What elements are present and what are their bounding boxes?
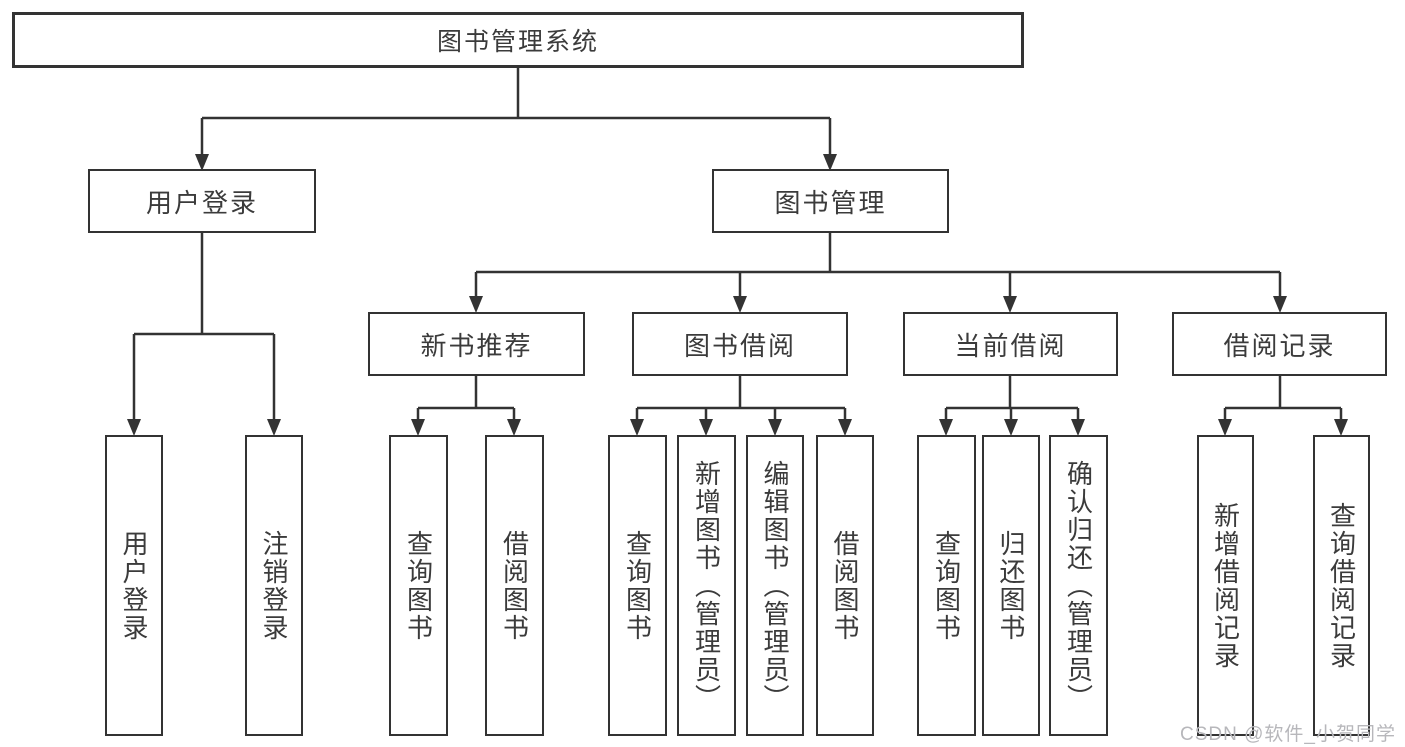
node-label: 图书管理 <box>774 187 887 218</box>
csdn-watermark: CSDN @软件_小贺同学 <box>1180 724 1396 745</box>
arrowhead <box>699 419 713 436</box>
leaf-label: 查询借阅记录 <box>1326 501 1357 670</box>
leaf-borrow-books: 借阅图书 <box>816 435 874 736</box>
leaf-label: 新增图书（管理员） <box>691 459 722 712</box>
arrowhead <box>1218 419 1232 436</box>
leaf-label: 用户登录 <box>119 529 149 642</box>
leaf-query-books-recommend: 查询图书 <box>389 435 448 736</box>
node-book-borrowing: 图书借阅 <box>632 312 848 376</box>
leaf-label: 确认归还（管理员） <box>1063 459 1094 712</box>
leaf-return-books: 归还图书 <box>982 435 1040 736</box>
arrowhead <box>939 419 953 436</box>
arrowhead <box>1071 419 1085 436</box>
arrowheads <box>127 154 1348 436</box>
node-label: 当前借阅 <box>954 330 1067 361</box>
leaf-add-borrow-record: 新增借阅记录 <box>1197 435 1254 736</box>
leaf-add-books-admin: 新增图书（管理员） <box>677 435 736 736</box>
node-label: 图书管理系统 <box>436 28 599 56</box>
leaf-label: 归还图书 <box>996 529 1026 642</box>
leaf-edit-books-admin: 编辑图书（管理员） <box>746 435 804 736</box>
arrowhead <box>267 419 281 436</box>
leaf-label: 借阅图书 <box>830 529 860 642</box>
leaf-query-books-current: 查询图书 <box>917 435 976 736</box>
node-borrowing-records: 借阅记录 <box>1172 312 1387 376</box>
arrowhead <box>507 419 521 436</box>
leaf-label: 编辑图书（管理员） <box>760 459 790 712</box>
node-library-management-system: 图书管理系统 <box>12 12 1024 68</box>
arrowhead <box>127 419 141 436</box>
node-new-book-recommendation: 新书推荐 <box>368 312 585 376</box>
leaf-query-borrow-record: 查询借阅记录 <box>1313 435 1370 736</box>
node-current-borrowing: 当前借阅 <box>903 312 1118 376</box>
arrowhead <box>823 154 837 171</box>
node-label: 用户登录 <box>145 187 258 218</box>
leaf-label: 查询图书 <box>931 529 962 642</box>
arrowhead <box>630 419 644 436</box>
leaf-logout: 注销登录 <box>245 435 303 736</box>
node-user-login: 用户登录 <box>88 169 316 233</box>
leaf-borrow-books-recommend: 借阅图书 <box>485 435 544 736</box>
leaf-label: 注销登录 <box>259 529 289 642</box>
arrowhead <box>1334 419 1348 436</box>
node-label: 图书借阅 <box>683 330 796 361</box>
arrowhead <box>1273 296 1287 313</box>
node-book-management: 图书管理 <box>712 169 949 233</box>
arrowhead <box>1003 296 1017 313</box>
leaf-label: 查询图书 <box>403 529 434 642</box>
node-label: 新书推荐 <box>420 330 533 361</box>
leaf-user-login: 用户登录 <box>105 435 163 736</box>
arrowhead <box>768 419 782 436</box>
arrowhead <box>1004 419 1018 436</box>
arrowhead <box>733 296 747 313</box>
edge-lines <box>132 68 1343 423</box>
arrowhead <box>195 154 209 171</box>
leaf-label: 新增借阅记录 <box>1210 501 1241 670</box>
arrowhead <box>411 419 425 436</box>
arrowhead <box>469 296 483 313</box>
leaf-label: 查询图书 <box>622 529 653 642</box>
arrowhead <box>838 419 852 436</box>
leaf-query-books-borrowing: 查询图书 <box>608 435 667 736</box>
node-label: 借阅记录 <box>1223 330 1336 361</box>
leaf-label: 借阅图书 <box>499 529 530 642</box>
leaf-confirm-return-admin: 确认归还（管理员） <box>1049 435 1108 736</box>
